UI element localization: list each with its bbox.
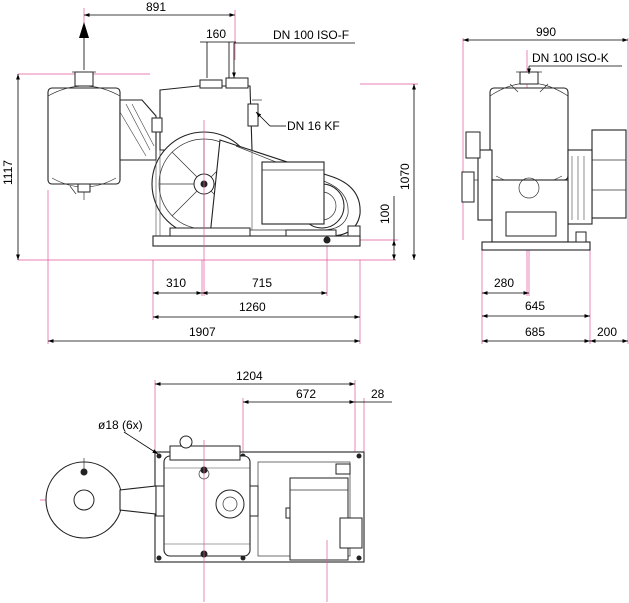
dim-280: 280: [494, 276, 514, 290]
dim-1907: 1907: [189, 325, 216, 339]
dim-100: 100: [378, 204, 392, 224]
dim-1117: 1117: [1, 160, 15, 185]
side-tank: [489, 87, 569, 181]
label-dn16kf: DN 16 KF: [287, 119, 340, 133]
separator-tank: [47, 87, 121, 185]
dim-200: 200: [597, 325, 617, 339]
dim-715: 715: [252, 276, 272, 290]
dim-1070: 1070: [398, 163, 412, 190]
dim-28: 28: [371, 387, 385, 401]
label-dn100-isok: DN 100 ISO-K: [532, 51, 609, 65]
side-base: [481, 241, 591, 251]
dim-672: 672: [296, 387, 316, 401]
label-dn100-isof: DN 100 ISO-F: [273, 28, 349, 42]
top-view: 1204 672 28 ø18 (6x): [40, 369, 392, 602]
dim-1204: 1204: [236, 369, 263, 383]
base-frame: [152, 235, 361, 247]
side-view: 990 DN 100 ISO-K 280 645 685 200: [461, 25, 629, 344]
dim-891: 891: [146, 0, 166, 14]
dim-685: 685: [525, 325, 545, 339]
dim-990: 990: [536, 25, 556, 39]
label-holes: ø18 (6x): [98, 418, 143, 432]
side-motor: [591, 129, 627, 219]
dim-310: 310: [166, 276, 186, 290]
dim-645: 645: [525, 299, 545, 313]
dim-160: 160: [206, 27, 226, 41]
dim-1260: 1260: [239, 300, 266, 314]
front-view: 891 160 DN 100 ISO-F DN 16 KF 1117 1070 …: [1, 0, 418, 344]
motor: [261, 161, 325, 225]
